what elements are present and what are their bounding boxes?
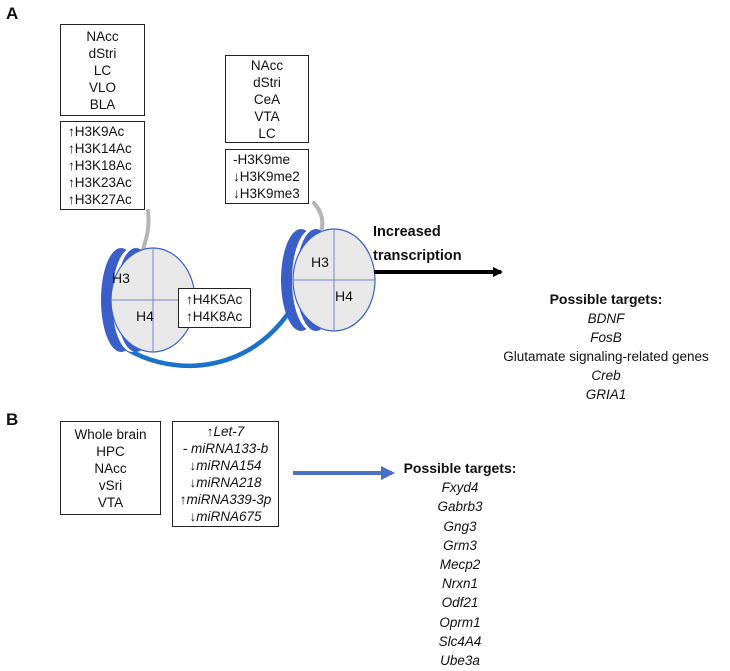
mark-label: ↑H3K27Ac [68,192,132,207]
panel-a-letter: A [6,4,19,23]
target-gene: BDNF [587,311,625,326]
arrow-label-line: Increased [373,224,441,240]
histone-h4-label-right: H4 [335,288,353,304]
mirna-label: ↑miRNA339-3p [179,492,272,507]
region-label: CeA [253,91,281,107]
target-gene: Oprm1 [439,614,481,630]
target-gene: Odf21 [441,595,479,611]
arrow-label-line: transcription [373,248,462,264]
mark-label: ↑H4K8Ac [186,309,243,324]
target-gene: Gng3 [443,518,477,534]
region-label: LC [258,125,276,141]
region-label: dStri [88,45,117,61]
marks-box-h3-methylation: -H3K9me ↓H3K9me2 ↓H3K9me3 [225,149,309,204]
region-label: BLA [89,96,116,112]
region-label: VLO [88,79,116,95]
histone-tail-h3-left [141,209,151,252]
regions-box-methylation: NAcc dStri CeA VTA LC [225,55,309,143]
target-gene: Glutamate signaling-related genes [503,349,709,364]
mirna-label: - miRNA133-b [182,441,269,456]
mirna-label: ↑Let-7 [206,424,245,439]
nucleosome-right [281,228,376,332]
region-label: VTA [254,108,280,124]
mirna-label: ↓miRNA154 [189,458,262,473]
target-gene: Gabrb3 [437,499,483,515]
targets-title: Possible targets: [549,291,663,307]
target-gene: Nrxn1 [441,576,478,592]
marks-box-h3-acetylation: ↑H3K9Ac ↑H3K14Ac ↑H3K18Ac ↑H3K23Ac ↑H3K2… [60,121,145,210]
mark-label: -H3K9me [233,152,291,167]
mark-label: ↑H3K14Ac [68,141,132,156]
region-label: HPC [96,443,125,459]
region-label: VTA [97,494,124,510]
panel-b-letter: B [6,410,19,429]
mark-label: ↓H3K9me3 [233,186,300,201]
nucleosome-left [101,247,196,353]
region-label: vSri [98,477,123,493]
mark-label: ↑H3K9Ac [68,124,125,139]
marks-box-h4-acetylation: ↑H4K5Ac ↑H4K8Ac [178,288,251,328]
targets-list-a: Possible targets: BDNF FosB Glutamate si… [478,290,730,404]
regions-box-acetylation: NAcc dStri LC VLO BLA [60,24,145,116]
histone-tail-h3-right [312,201,325,234]
mark-label: ↑H3K23Ac [68,175,132,190]
target-gene: Mecp2 [439,557,481,573]
target-gene: Creb [591,368,621,383]
region-label: dStri [253,74,281,90]
mirna-box: ↑Let-7 - miRNA133-b ↓miRNA154 ↓miRNA218 … [172,421,279,527]
mark-label: ↑H3K18Ac [68,158,132,173]
target-gene: Grm3 [443,537,477,553]
regions-box-mirna: Whole brain HPC NAcc vSri VTA [60,421,161,515]
region-label: LC [93,62,112,78]
mirna-label: ↓miRNA218 [189,475,262,490]
targets-list-b: Possible targets: Fxyd4 Gabrb3 Gng3 Grm3… [395,459,525,670]
mark-label: ↓H3K9me2 [233,169,300,184]
targets-title: Possible targets: [403,460,517,476]
mark-label: ↑H4K5Ac [186,292,243,307]
histone-h3-label-left: H3 [112,270,130,286]
mirna-label: ↓miRNA675 [189,509,262,524]
target-gene: Fxyd4 [441,480,479,496]
region-label: NAcc [94,460,127,476]
target-gene: Ube3a [440,653,480,669]
region-label: NAcc [250,57,284,73]
increased-transcription-label: Increased transcription [373,220,462,268]
region-label: Whole brain [74,426,147,442]
region-label: NAcc [86,28,119,44]
target-gene: Slc4A4 [438,633,482,649]
histone-h3-label-right: H3 [311,254,329,270]
histone-h4-label-left: H4 [136,308,154,324]
target-gene: FosB [590,330,622,345]
target-gene: GRIA1 [585,387,627,402]
